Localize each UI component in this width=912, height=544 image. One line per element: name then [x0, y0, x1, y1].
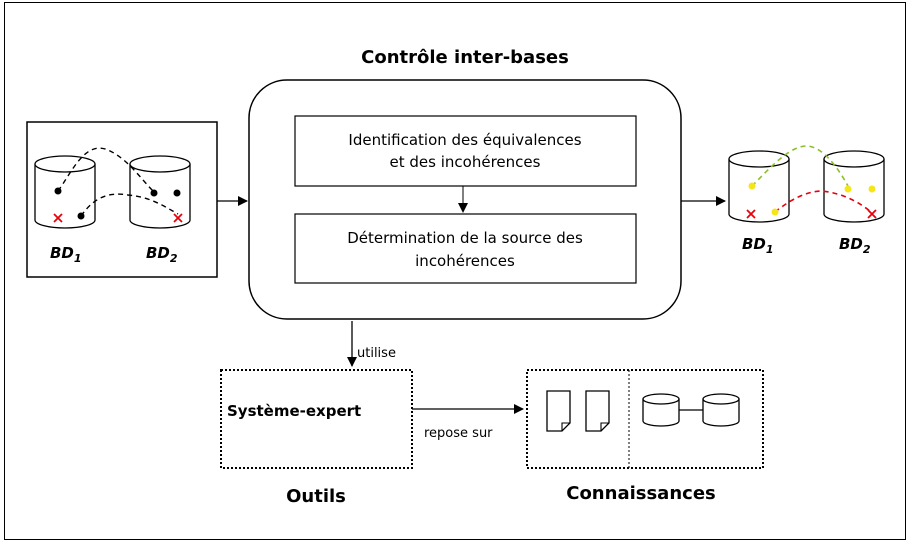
expert-system-label: Système-expert	[227, 402, 361, 420]
output-db-2-label: BD2	[839, 235, 871, 256]
database-icon	[642, 393, 680, 427]
relies-on-label: repose sur	[424, 426, 493, 441]
mismatch-mark-icon	[746, 209, 756, 219]
mismatch-mark-icon	[53, 213, 63, 223]
tools-caption: Outils	[286, 486, 346, 507]
input-database-1-icon	[34, 155, 96, 229]
uses-label: utilise	[357, 346, 396, 361]
mismatch-mark-icon	[173, 213, 183, 223]
step-source-box	[294, 213, 637, 284]
match-link	[751, 145, 849, 187]
tools-box	[220, 369, 413, 469]
step-identification-line2: et des incohérences	[390, 153, 541, 171]
step-source-line2: incohérences	[415, 252, 515, 270]
input-link-1	[57, 147, 155, 193]
output-database-2-icon	[823, 150, 885, 223]
input-point	[77, 212, 85, 220]
step-identification-line1: Identification des équivalences	[348, 131, 581, 149]
step-source-line1: Détermination de la source des	[347, 229, 583, 247]
document-icon	[585, 390, 610, 432]
mismatch-link	[774, 190, 873, 214]
output-db-1-label: BD1	[742, 235, 774, 256]
mismatch-mark-icon	[867, 209, 877, 219]
input-db-1-label: BD1	[50, 244, 82, 265]
step-identification-box	[294, 115, 637, 187]
output-database-1-icon	[728, 150, 790, 223]
input-link-2	[80, 193, 179, 217]
diagram-title: Contrôle inter-bases	[361, 47, 569, 68]
input-point	[54, 187, 62, 195]
match-point	[748, 182, 756, 190]
match-point	[771, 208, 779, 216]
input-database-2-icon	[129, 155, 191, 229]
document-icon	[546, 390, 571, 432]
input-point	[150, 189, 158, 197]
input-db-2-label: BD2	[146, 244, 178, 265]
match-point	[844, 185, 852, 193]
match-point	[868, 185, 876, 193]
figure-frame	[4, 2, 906, 540]
knowledge-caption: Connaissances	[566, 483, 716, 504]
database-icon	[702, 393, 740, 427]
input-point	[173, 189, 181, 197]
